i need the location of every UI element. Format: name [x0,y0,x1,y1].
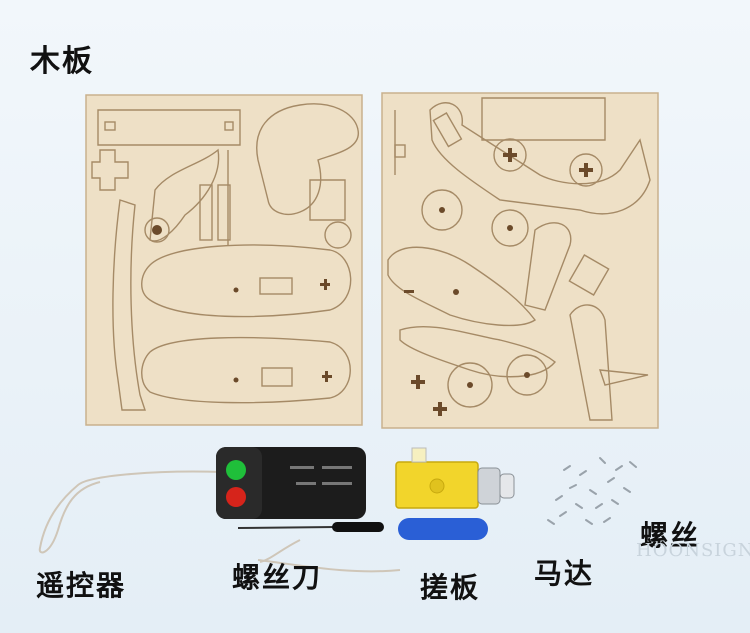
screws-pile [547,457,637,525]
wood-boards-label: 木板 [30,44,94,79]
remote-wires [38,470,401,573]
remote-label: 遥控器 [36,569,127,602]
remote-control [216,447,366,519]
gear-motor [395,447,515,509]
wood-board-left [85,94,363,426]
screwdriver [237,522,384,532]
sandpaper-label: 搓板 [420,571,481,604]
watermark: HOONSIGN [636,540,750,561]
wood-board-right [381,92,659,429]
sandpaper-strip [398,518,488,540]
screwdriver-label: 螺丝刀 [232,561,323,594]
screws-label: 螺丝 [640,519,701,552]
motor-label: 马达 [534,557,595,590]
